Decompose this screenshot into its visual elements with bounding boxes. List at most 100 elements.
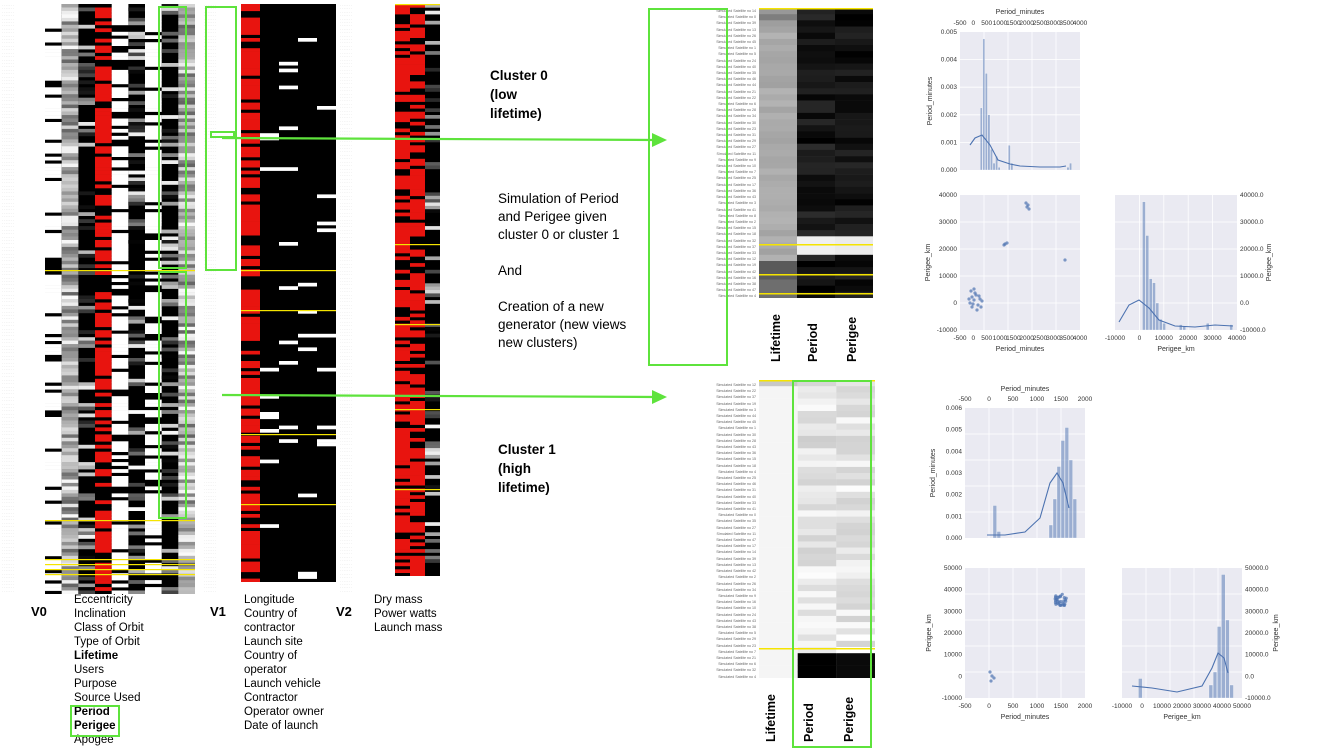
tick-label: 0: [953, 300, 957, 307]
tick-label: 10000: [1153, 703, 1171, 710]
scatter-point: [1062, 596, 1066, 600]
sim-row-label: Simulated Satellite no 44: [716, 414, 756, 419]
sim1-col-lifetime: Lifetime: [764, 694, 778, 742]
sim0-col-perigee: Perigee: [845, 316, 859, 362]
tick-label: -500: [958, 703, 971, 710]
feature-item: Type of Orbit: [74, 636, 140, 648]
tick-label: 4000: [1073, 335, 1088, 342]
tick-label: 1500: [1054, 396, 1069, 403]
sim-row-label: Simulated Satellite no 45: [716, 420, 756, 425]
tick-label: -500: [953, 20, 966, 27]
v0-lifetime-highlight-box-2: [158, 271, 187, 519]
hist-bar: [1149, 278, 1153, 331]
sim-row-label: Simulated Satellite no 29: [716, 139, 756, 144]
sim-row-label: Simulated Satellite no 13: [716, 27, 756, 32]
scatter-point: [978, 297, 982, 301]
v2-tag: V2: [336, 604, 352, 619]
text-line: Simulation of Period: [498, 191, 619, 206]
axis-title: Period_minutes: [930, 448, 937, 497]
hist-bar: [1162, 323, 1166, 331]
text-line: cluster 0 or cluster 1: [498, 227, 620, 242]
axis-title: Period_minutes: [1001, 714, 1050, 721]
sim1-period-perigee-highlight-box: [792, 380, 872, 748]
sim-row-label: Simulated Satellite no 7: [718, 649, 756, 654]
sim-row-label: Simulated Satellite no 14: [716, 9, 756, 13]
feature-item: Launch mass: [374, 622, 443, 634]
scatter-point: [1057, 600, 1061, 605]
tick-label: -10000.0: [1240, 327, 1266, 334]
hist-bar: [1225, 619, 1230, 699]
hist-bar: [1048, 524, 1053, 539]
scatter-point: [1026, 203, 1030, 207]
hist-bar: [1138, 678, 1143, 699]
sim-row-label: Simulated Satellite no 38: [716, 624, 756, 629]
sim-row-label: Simulated Satellite no 32: [716, 238, 756, 243]
feature-item: Contractor: [244, 692, 298, 704]
sim-row-label: Simulated Satellite no 25: [716, 176, 756, 181]
sim-row-label: Simulated Satellite no 43: [716, 618, 756, 623]
scatter-point: [970, 295, 974, 299]
tick-label: 3500: [1059, 335, 1074, 342]
sim-row-label: Simulated Satellite no 8: [718, 213, 756, 218]
axis-title: Perigee_km: [1157, 346, 1195, 353]
feature-item: Dry mass: [374, 594, 423, 606]
sim-row-label: Simulated Satellite no 32: [716, 668, 756, 673]
tick-label: 30000: [939, 219, 957, 226]
feature-item: Class of Orbit: [74, 622, 144, 634]
tick-label: 30000: [1204, 335, 1222, 342]
sim-row-label: Simulated Satellite no 25: [716, 476, 756, 481]
tick-label: -10000: [937, 327, 958, 334]
text-line: lifetime): [490, 106, 542, 121]
tick-label: 40000.0: [1240, 192, 1264, 199]
sim-row-label: Simulated Satellite no 17: [716, 544, 756, 549]
hist-bar: [1142, 201, 1146, 331]
tick-label: 0.003: [941, 84, 958, 91]
scatter-point: [980, 299, 984, 303]
text-line: generator (new views: [498, 317, 627, 332]
hist-bar: [1072, 498, 1077, 539]
sim-row-label: Simulated Satellite no 9: [718, 157, 756, 162]
feature-item: operator: [244, 664, 287, 676]
text-line: and Perigee given: [498, 209, 607, 224]
sim-row-label: Simulated Satellite no 21: [716, 655, 756, 660]
tick-label: 0.006: [946, 405, 963, 412]
sim1-heatmap: [759, 380, 875, 678]
axis-title: Period_minutes: [927, 76, 934, 125]
hist-bar: [1159, 319, 1163, 331]
sim-row-label: Simulated Satellite no 0: [718, 513, 756, 518]
tick-label: 1000: [993, 335, 1008, 342]
sim-row-label: Simulated Satellite no 37: [716, 395, 756, 400]
sim-row-label: Simulated Satellite no 47: [716, 538, 756, 543]
sim-row-label: Simulated Satellite no 33: [716, 500, 756, 505]
sim-row-label: Simulated Satellite no 16: [716, 275, 756, 280]
sim-row-label: Simulated Satellite no 3: [718, 201, 756, 206]
feature-item: Inclination: [74, 608, 126, 620]
scatter-point: [1002, 243, 1006, 247]
sim-row-label: Simulated Satellite no 35: [716, 71, 756, 76]
sim0-col-period: Period: [806, 323, 820, 362]
hist-bar: [1179, 324, 1183, 331]
sim0-col-lifetime: Lifetime: [769, 314, 783, 362]
tick-label: 0.005: [941, 29, 958, 36]
axis-title: Period_minutes: [996, 346, 1045, 353]
sim-row-label: Simulated Satellite no 30: [716, 432, 756, 437]
sim-row-label: Simulated Satellite no 42: [716, 269, 756, 274]
arrow-to-cluster0: [221, 136, 656, 142]
sim-row-label: Simulated Satellite no 18: [716, 463, 756, 468]
sim-row-label: Simulated Satellite no 38: [716, 281, 756, 286]
scatter-point: [1060, 603, 1064, 607]
text-line: And: [498, 263, 523, 278]
scatter-point: [967, 297, 971, 301]
sim-row-label: Simulated Satellite no 35: [716, 519, 756, 524]
feature-item: Eccentricity: [74, 594, 133, 606]
tick-label: 500: [1008, 703, 1019, 710]
tick-label: -10000.0: [1245, 695, 1271, 702]
tick-label: 0: [972, 335, 976, 342]
tick-label: 0.004: [946, 448, 963, 455]
tick-label: 50000: [1233, 703, 1251, 710]
text-line: new clusters): [498, 335, 578, 350]
hist-bar: [1068, 459, 1073, 539]
kde-curve: [1118, 299, 1234, 328]
